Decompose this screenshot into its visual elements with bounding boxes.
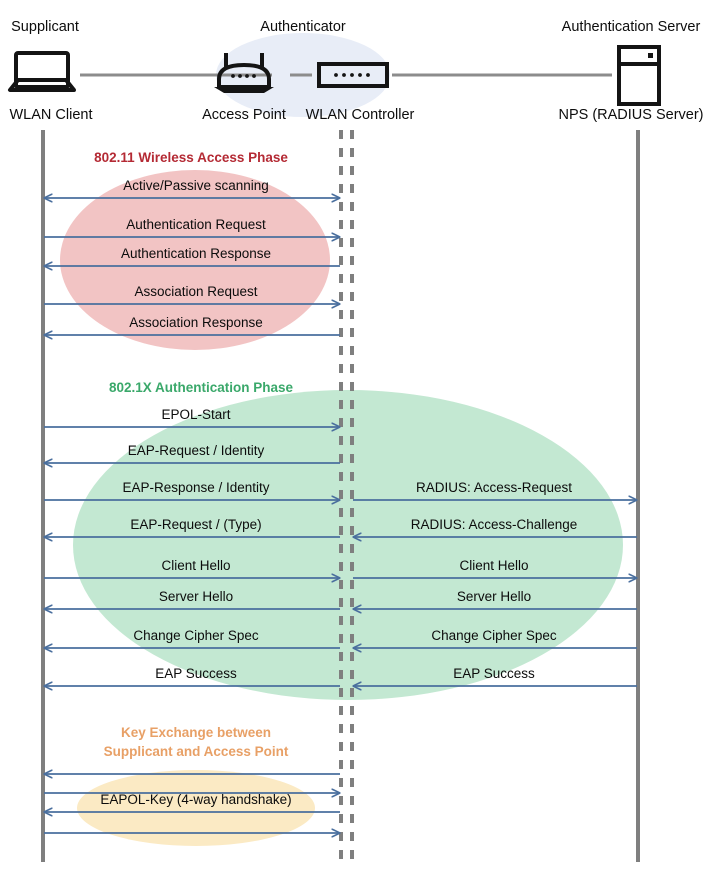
message-label: EAP-Request / (Type) [130, 517, 262, 532]
phase-ellipse-dot1x-auth [73, 390, 623, 700]
role-title-authenticator: Authenticator [260, 19, 346, 35]
message-label: Client Hello [161, 558, 231, 573]
ap-body [217, 63, 271, 89]
device-name-access-point: Access Point [202, 107, 286, 123]
controller-led-3 [350, 73, 354, 77]
message-label: Association Response [129, 315, 263, 330]
message-label: EAP-Response / Identity [122, 480, 270, 495]
message-label: EAP-Request / Identity [127, 443, 265, 458]
message-label: EAP Success [453, 666, 535, 681]
device-name-wlan-client: WLAN Client [9, 107, 93, 123]
server-led [648, 53, 653, 58]
message-label: Association Request [134, 284, 258, 299]
access-point-icon [214, 53, 274, 93]
controller-led-1 [334, 73, 338, 77]
message-label: EAPOL-Key (4-way handshake) [100, 792, 292, 807]
message-label: Authentication Response [120, 246, 272, 261]
message-label: Server Hello [456, 589, 532, 604]
message-label: Change Cipher Spec [431, 628, 557, 643]
phase-ellipse-key-exchange [77, 770, 315, 846]
controller-led-5 [366, 73, 370, 77]
device-name-wlan-controller: WLAN Controller [305, 107, 415, 123]
ap-foot [214, 87, 274, 93]
message-label: Active/Passive scanning [123, 178, 269, 193]
message-label: RADIUS: Access-Challenge [410, 517, 578, 532]
ap-led-3 [245, 74, 249, 78]
message-label: RADIUS: Access-Request [415, 480, 573, 495]
laptop-screen [14, 51, 70, 89]
phase-title-key-exchange: Key Exchange between Supplicant and Acce… [104, 723, 289, 761]
phase-title-8021x-authentication: 802.1X Authentication Phase [108, 380, 294, 395]
message-label: EPOL-Start [161, 407, 231, 422]
ap-led-1 [231, 74, 235, 78]
message-label: EAP Success [155, 666, 237, 681]
phase-title-key-exchange-line1: Key Exchange between [120, 725, 272, 740]
server-icon [617, 45, 661, 106]
laptop-icon [8, 51, 76, 92]
message-label: Client Hello [459, 558, 529, 573]
ap-led-4 [252, 74, 256, 78]
wlan-controller-icon [317, 62, 389, 88]
phase-ellipse-wireless-access [60, 170, 330, 350]
laptop-base [8, 78, 76, 92]
phase-title-80211-wireless-access: 802.11 Wireless Access Phase [94, 150, 288, 165]
ap-led-2 [238, 74, 242, 78]
device-name-nps-radius-server: NPS (RADIUS Server) [558, 107, 704, 123]
message-label: Change Cipher Spec [133, 628, 259, 643]
controller-body [317, 62, 389, 88]
role-title-authentication-server: Authentication Server [561, 19, 701, 35]
server-chassis [617, 45, 661, 106]
controller-led-2 [342, 73, 346, 77]
role-title-supplicant: Supplicant [11, 19, 79, 35]
message-label: Server Hello [158, 589, 234, 604]
message-label: Authentication Request [126, 217, 266, 232]
controller-led-4 [358, 73, 362, 77]
phase-title-key-exchange-line2: Supplicant and Access Point [103, 744, 289, 760]
